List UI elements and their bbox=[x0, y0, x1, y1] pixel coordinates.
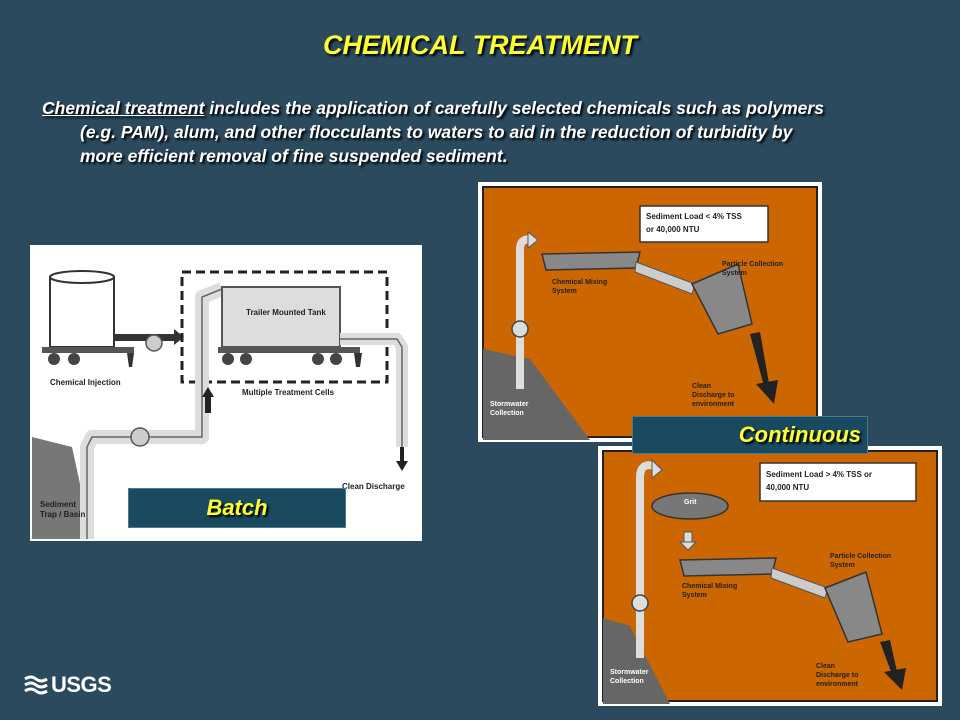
storage-tank bbox=[49, 276, 115, 348]
usgs-wave-icon bbox=[24, 675, 48, 695]
particle-collection bbox=[824, 570, 883, 643]
particle-label-1: Particle Collection bbox=[830, 553, 891, 560]
continuous-low-load-diagram: Sediment Load < 4% TSS or 40,000 NTU Che… bbox=[478, 182, 822, 442]
description-line1: includes the application of carefully se… bbox=[204, 98, 824, 118]
sediment-load-text-1: Sediment Load > 4% TSS or bbox=[766, 470, 872, 479]
sediment-load-box bbox=[759, 462, 917, 502]
particle-label-1: Particle Collection bbox=[722, 261, 783, 268]
clean-discharge-label: Clean Discharge bbox=[342, 482, 405, 491]
mixing-label-2: System bbox=[552, 288, 577, 295]
usgs-logo-text: USGS bbox=[51, 672, 112, 697]
trailer-tank-label: Trailer Mounted Tank bbox=[246, 308, 326, 317]
clean-label-1: Clean bbox=[816, 663, 835, 670]
sediment-slope bbox=[32, 437, 92, 539]
grit-separator bbox=[651, 492, 729, 520]
clean-label-3: environment bbox=[816, 681, 859, 688]
particle-label-2: System bbox=[722, 270, 747, 277]
description-line2: (e.g. PAM), alum, and other flocculants … bbox=[80, 122, 793, 142]
valve-icon bbox=[631, 594, 649, 612]
trailer-tank bbox=[221, 286, 341, 348]
mixing-system bbox=[541, 251, 641, 271]
sediment-load-box bbox=[639, 205, 769, 243]
mixing-label-2: System bbox=[682, 592, 707, 599]
valve-icon bbox=[511, 320, 529, 338]
stormwater-label-1: Stormwater bbox=[610, 669, 649, 676]
sediment-trap-label-1: Sediment bbox=[40, 500, 76, 509]
pump-icon bbox=[145, 334, 163, 352]
particle-collection bbox=[690, 262, 753, 335]
clean-label-2: Discharge to bbox=[692, 392, 734, 399]
chemical-treatment-term: Chemical treatment bbox=[42, 98, 205, 118]
slide-title: CHEMICAL TREATMENT bbox=[323, 30, 637, 60]
sediment-load-text-1: Sediment Load < 4% TSS bbox=[646, 212, 742, 221]
particle-label-2: System bbox=[830, 562, 855, 569]
usgs-logo: USGS bbox=[24, 672, 112, 698]
continuous-high-load-diagram: Sediment Load > 4% TSS or 40,000 NTU Gri… bbox=[598, 446, 942, 706]
description-line3: more efficient removal of fine suspended… bbox=[80, 146, 508, 166]
batch-label: Batch bbox=[128, 488, 346, 528]
chemical-injection-label: Chemical Injection bbox=[50, 378, 121, 387]
stormwater-label-1: Stormwater bbox=[490, 401, 529, 408]
sediment-load-text-2: or 40,000 NTU bbox=[646, 225, 700, 234]
mixing-label-1: Chemical Mixing bbox=[552, 279, 607, 286]
sediment-load-text-2: 40,000 NTU bbox=[766, 483, 809, 492]
treatment-cells-label: Multiple Treatment Cells bbox=[242, 388, 335, 397]
stormwater-label-2: Collection bbox=[490, 410, 524, 417]
clean-label-2: Discharge to bbox=[816, 672, 858, 679]
grit-label: Grit bbox=[684, 499, 697, 506]
stormwater-label-2: Collection bbox=[610, 678, 644, 685]
mixing-system bbox=[679, 557, 777, 577]
clean-label-1: Clean bbox=[692, 383, 711, 390]
mixing-label-1: Chemical Mixing bbox=[682, 583, 737, 590]
continuous-label: Continuous bbox=[632, 416, 868, 454]
slide-description: Chemical treatment includes the applicat… bbox=[42, 96, 942, 168]
clean-label-3: environment bbox=[692, 401, 735, 408]
treatment-boundary bbox=[180, 270, 389, 384]
sediment-trap-label-2: Trap / Basin bbox=[40, 510, 85, 519]
